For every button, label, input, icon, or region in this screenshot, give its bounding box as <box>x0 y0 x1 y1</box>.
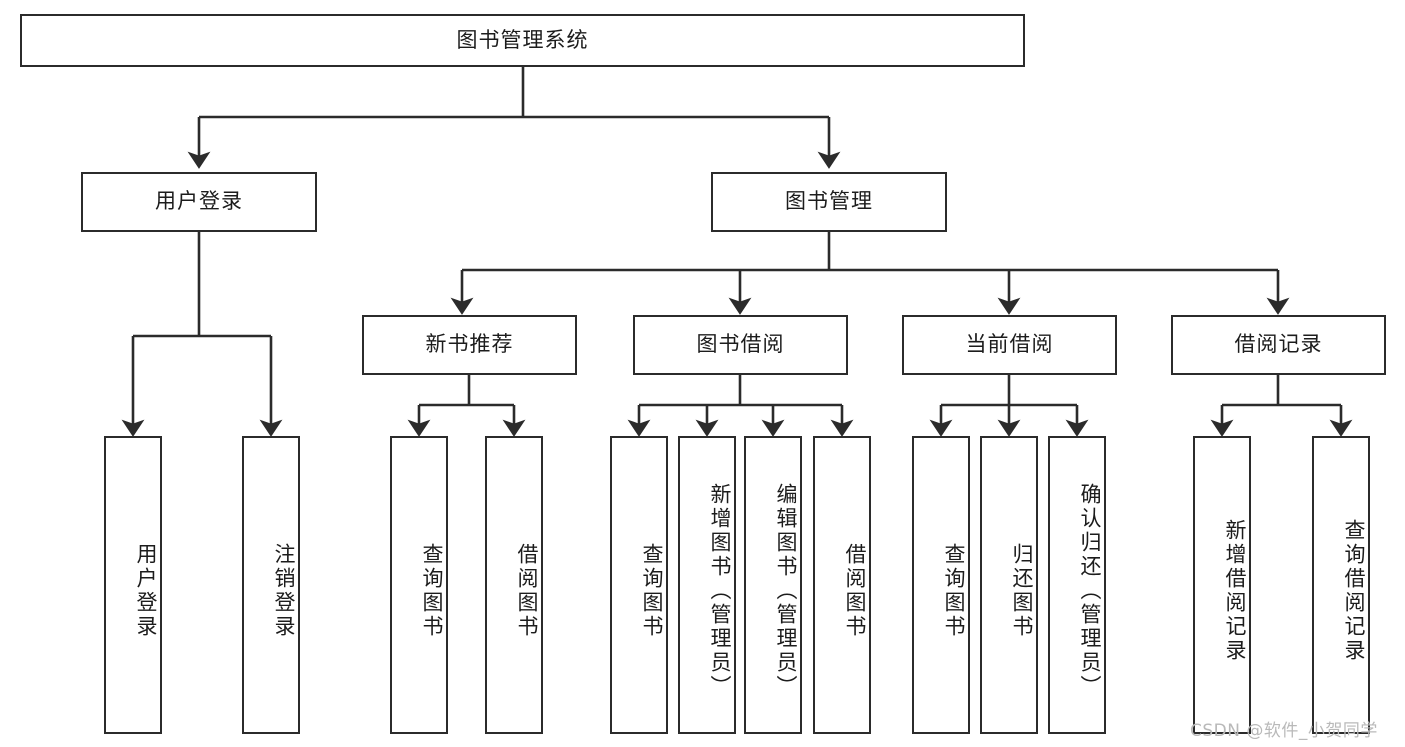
leaf-borrow-edit-book-admin[interactable]: 编辑图书（管理员） <box>744 436 802 734</box>
leaf-borrow-borrow-book[interactable]: 借阅图书 <box>813 436 871 734</box>
node-root-system[interactable]: 图书管理系统 <box>20 14 1025 67</box>
node-label: 查询图书 <box>640 543 664 639</box>
leaf-current-confirm-return-admin[interactable]: 确认归还（管理员） <box>1048 436 1106 734</box>
node-book-borrow[interactable]: 图书借阅 <box>633 315 848 375</box>
node-label: 归还图书 <box>1010 543 1034 639</box>
node-book-management[interactable]: 图书管理 <box>711 172 947 232</box>
leaf-borrow-add-book-admin[interactable]: 新增图书（管理员） <box>678 436 736 734</box>
node-label: 确认归还（管理员） <box>1078 483 1102 699</box>
csdn-watermark: CSDN @软件_小贺同学 <box>1190 721 1378 741</box>
leaf-record-add-record[interactable]: 新增借阅记录 <box>1193 436 1251 734</box>
leaf-new-book-borrow[interactable]: 借阅图书 <box>485 436 543 734</box>
node-borrow-record[interactable]: 借阅记录 <box>1171 315 1386 375</box>
node-label: 注销登录 <box>272 543 296 639</box>
node-label: 查询图书 <box>942 543 966 639</box>
node-label: 新增图书（管理员） <box>708 483 732 699</box>
leaf-record-query-record[interactable]: 查询借阅记录 <box>1312 436 1370 734</box>
node-label: 新增借阅记录 <box>1223 519 1247 663</box>
leaf-user-login-login[interactable]: 用户登录 <box>104 436 162 734</box>
node-label: 借阅图书 <box>843 543 867 639</box>
node-label: 新书推荐 <box>425 332 514 357</box>
node-user-login[interactable]: 用户登录 <box>81 172 317 232</box>
node-label: 借阅图书 <box>515 543 539 639</box>
leaf-current-query-book[interactable]: 查询图书 <box>912 436 970 734</box>
node-current-borrow[interactable]: 当前借阅 <box>902 315 1117 375</box>
node-label: 用户登录 <box>155 189 243 214</box>
node-label: 查询借阅记录 <box>1342 519 1366 663</box>
node-label: 图书管理 <box>785 189 873 214</box>
node-label: 当前借阅 <box>965 332 1054 357</box>
node-label: 查询图书 <box>420 543 444 639</box>
node-label: 编辑图书（管理员） <box>774 483 798 699</box>
leaf-borrow-query-book[interactable]: 查询图书 <box>610 436 668 734</box>
leaf-user-login-logout[interactable]: 注销登录 <box>242 436 300 734</box>
node-label: 借阅记录 <box>1234 332 1323 357</box>
node-label: 图书借阅 <box>696 332 785 357</box>
leaf-current-return-book[interactable]: 归还图书 <box>980 436 1038 734</box>
node-label: 图书管理系统 <box>456 27 589 52</box>
node-new-book-recommend[interactable]: 新书推荐 <box>362 315 577 375</box>
node-label: 用户登录 <box>134 543 158 639</box>
leaf-new-book-query[interactable]: 查询图书 <box>390 436 448 734</box>
